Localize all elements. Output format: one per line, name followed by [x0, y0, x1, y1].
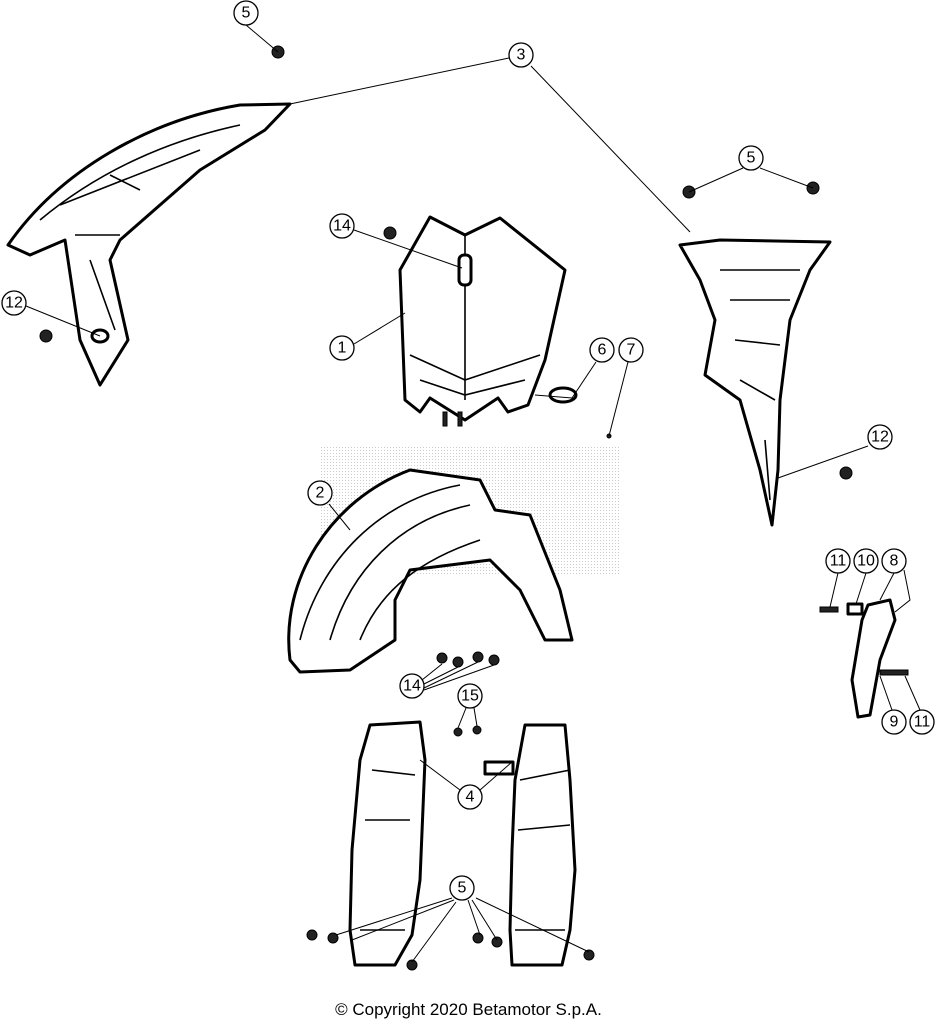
callout-15: 15	[457, 683, 483, 709]
callout-8: 8	[881, 548, 907, 574]
front-fender	[287, 468, 574, 674]
callout-6: 6	[589, 337, 615, 363]
svg-text:2: 2	[316, 485, 325, 502]
callout-5-right: 5	[738, 145, 764, 171]
svg-text:3: 3	[517, 47, 526, 64]
callout-14-top: 14	[329, 213, 355, 239]
left-radiator-shroud	[6, 102, 292, 387]
callout-4: 4	[457, 784, 483, 810]
callout-5-top: 5	[233, 0, 259, 26]
callout-9: 9	[881, 709, 907, 735]
callout-12-right: 12	[867, 424, 893, 450]
svg-text:11: 11	[830, 553, 847, 570]
svg-text:15: 15	[461, 688, 479, 705]
callout-11-bottom: 11	[909, 709, 935, 735]
callout-3: 3	[508, 42, 534, 68]
svg-text:12: 12	[871, 429, 889, 446]
svg-text:1: 1	[338, 340, 347, 357]
left-fork-guard	[348, 720, 427, 967]
callout-7: 7	[618, 337, 644, 363]
svg-text:10: 10	[857, 553, 875, 570]
svg-text:11: 11	[914, 714, 931, 731]
svg-text:8: 8	[890, 553, 899, 570]
callout-14-bottom: 14	[399, 673, 425, 699]
callout-5-bottom: 5	[449, 875, 475, 901]
svg-text:5: 5	[242, 5, 251, 22]
right-fork-guard	[483, 723, 577, 967]
copyright-notice: © Copyright 2020 Betamotor S.p.A.	[335, 1000, 602, 1019]
svg-text:9: 9	[890, 714, 899, 731]
svg-text:14: 14	[333, 218, 351, 235]
svg-text:4: 4	[466, 789, 475, 806]
svg-text:14: 14	[403, 678, 421, 695]
callout-12-left: 12	[1, 290, 27, 316]
callout-10: 10	[853, 548, 879, 574]
callout-11-top: 11	[825, 548, 851, 574]
callout-1: 1	[329, 335, 355, 361]
right-radiator-shroud	[678, 238, 832, 527]
svg-text:5: 5	[747, 150, 756, 167]
callout-2: 2	[307, 480, 333, 506]
svg-text:7: 7	[627, 342, 636, 359]
svg-text:5: 5	[458, 880, 467, 897]
svg-text:12: 12	[5, 295, 23, 312]
svg-text:6: 6	[598, 342, 607, 359]
front-number-plate	[398, 215, 567, 427]
bracket	[850, 598, 897, 719]
leader-lines	[25, 24, 921, 963]
